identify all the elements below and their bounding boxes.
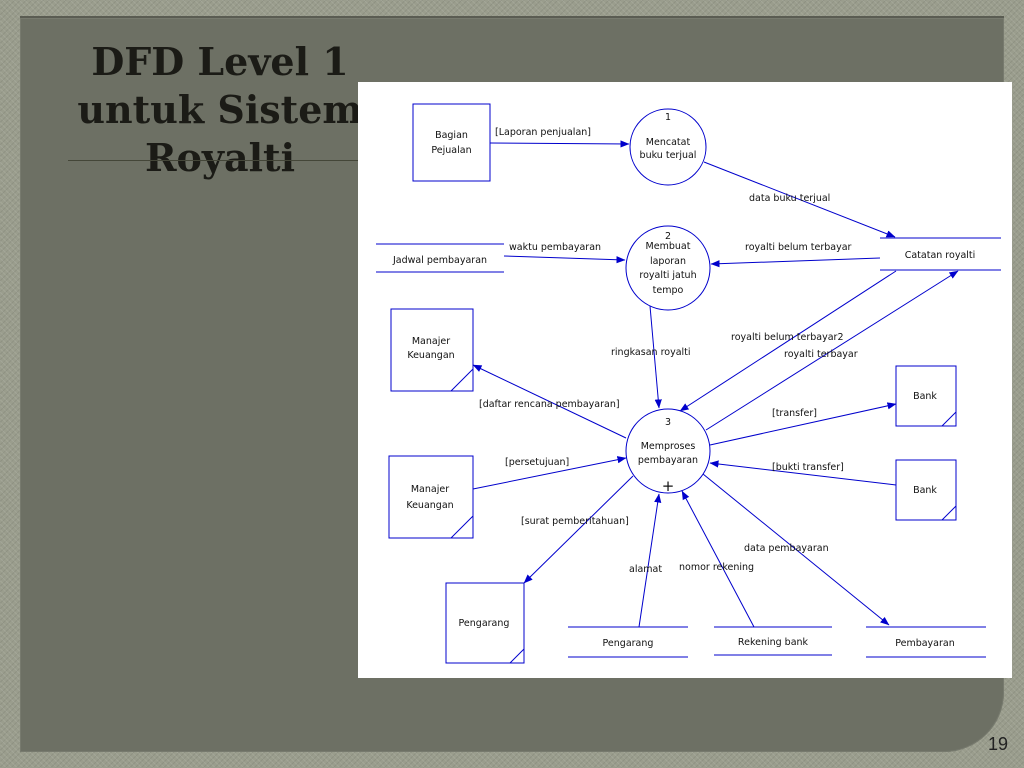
process-2-label-2: laporan [650, 256, 686, 267]
process-2-label-1: Membuat [646, 241, 691, 252]
flow-data-buku-terjual-label: data buku terjual [749, 193, 830, 204]
entity-pengarang-label: Pengarang [459, 618, 510, 629]
store-pembayaran [866, 626, 986, 658]
flow-laporan-penjualan-line [489, 140, 630, 148]
entity-bank-1-label: Bank [913, 391, 937, 402]
flow-daftar-rencana-label: [daftar rencana pembayaran] [479, 399, 620, 410]
store-pengarang-label: Pengarang [603, 638, 654, 649]
flow-royalti-belum-terbayar-line [710, 257, 881, 268]
process-3-number: 3 [665, 417, 671, 428]
flow-royalti-terbayar-label: royalti terbayar [784, 349, 858, 360]
store-catatan-royalti [880, 237, 1001, 271]
entity-bagian-pejualan-label-1: Bagian [435, 130, 468, 141]
entity-manajer-keuangan-2 [388, 455, 474, 539]
title-line-2: untuk Sistem [77, 87, 363, 132]
flow-daftar-rencana-line [472, 364, 627, 439]
flow-persetujuan-line [472, 456, 627, 490]
store-jadwal-pembayaran-label: Jadwal pembayaran [392, 255, 487, 266]
flow-alamat-label: alamat [629, 564, 662, 575]
entity-manajer-keuangan-1-label-2: Keuangan [407, 350, 454, 361]
process-1-label-1: Mencatat [646, 137, 691, 148]
flow-ringkasan-royalti-line [649, 305, 662, 409]
slide-number: 19 [987, 734, 1008, 754]
process-1-number: 1 [665, 112, 671, 123]
flow-royalti-belum-terbayar2-line [679, 270, 897, 412]
flow-waktu-pembayaran-line [503, 255, 626, 264]
entity-bank-2-label: Bank [913, 485, 937, 496]
flow-waktu-pembayaran-label: waktu pembayaran [509, 242, 601, 253]
flow-royalti-belum-terbayar-label: royalti belum terbayar [745, 242, 852, 253]
store-rekening-bank [714, 626, 832, 656]
store-rekening-bank-label: Rekening bank [738, 637, 809, 648]
store-pembayaran-label: Pembayaran [895, 638, 955, 649]
entity-bank-1 [895, 365, 957, 427]
process-3-marker: + [662, 477, 675, 495]
flow-transfer-label: [transfer] [772, 408, 817, 419]
flow-nomor-rekening-label: nomor rekening [679, 562, 754, 573]
flow-bukti-transfer-label: [bukti transfer] [772, 462, 844, 473]
flow-ringkasan-royalti-label: ringkasan royalti [611, 347, 691, 358]
entity-manajer-keuangan-1-label-1: Manajer [412, 336, 450, 347]
entity-manajer-keuangan-2-label-2: Keuangan [406, 500, 453, 511]
flow-alamat-line [638, 493, 662, 628]
flow-data-pembayaran-line [702, 473, 890, 626]
store-catatan-royalti-label: Catatan royalti [905, 250, 976, 261]
store-jadwal-pembayaran [376, 243, 504, 273]
entity-bank-2 [895, 459, 957, 521]
flow-transfer-line [709, 402, 897, 446]
process-2-number: 2 [665, 231, 671, 242]
flow-royalti-terbayar-line [705, 270, 959, 431]
entity-pengarang [445, 582, 525, 664]
process-2-label-3: royalti jatuh [639, 270, 696, 281]
process-3-circle [625, 408, 711, 494]
entity-bagian-pejualan [412, 103, 491, 182]
process-3-label-2: pembayaran [638, 455, 698, 466]
flow-data-buku-terjual-line [703, 161, 896, 238]
slide-title: DFD Level 1 untuk Sistem Royalti [30, 38, 410, 182]
title-underline [68, 160, 368, 161]
flow-nomor-rekening-line [681, 490, 755, 628]
process-2-circle [625, 225, 711, 311]
title-line-3: Royalti [144, 135, 296, 180]
store-pengarang [568, 626, 688, 658]
flow-persetujuan-label: [persetujuan] [505, 457, 569, 468]
flow-laporan-penjualan-label: [Laporan penjualan] [495, 127, 591, 138]
title-line-1: DFD Level 1 [91, 39, 349, 84]
flow-surat-pemberitahuan-label: [surat pemberitahuan] [521, 516, 629, 527]
process-1-label-2: buku terjual [640, 150, 697, 161]
process-1-circle [629, 108, 707, 186]
flow-data-pembayaran-label: data pembayaran [744, 543, 829, 554]
entity-bagian-pejualan-label-2: Pejualan [431, 145, 471, 156]
entity-manajer-keuangan-1 [390, 308, 474, 392]
flow-bukti-transfer-line [709, 460, 897, 486]
flow-royalti-belum-terbayar2-label: royalti belum terbayar2 [731, 332, 844, 343]
entity-manajer-keuangan-2-label-1: Manajer [411, 484, 449, 495]
dfd-diagram: Bagian Pejualan Manajer Keuangan Manajer… [358, 82, 1012, 678]
process-2-label-4: tempo [653, 285, 684, 296]
process-3-label-1: Memproses [641, 441, 696, 452]
flow-surat-pemberitahuan-line [523, 475, 634, 584]
